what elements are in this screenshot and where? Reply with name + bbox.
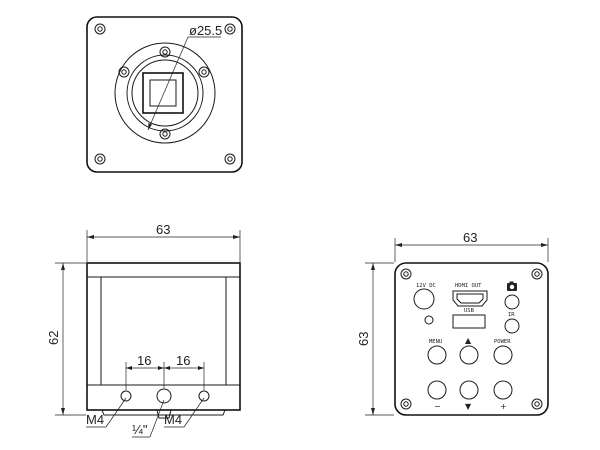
diameter-arrow [148,123,152,130]
menu-button [427,345,447,365]
menu-label: MENU [429,339,442,345]
rear-corner-screw-tr [531,268,543,280]
sensor-window-inner [149,79,177,107]
up-symbol: ▲ [465,336,472,345]
rear-corner-screw-bl [400,398,412,410]
rear-width-arrow-right [541,243,548,247]
usb-port [452,314,486,329]
status-led [424,315,434,325]
minus-button [427,380,447,400]
dc-jack [413,288,435,310]
side-width-label: 63 [156,222,170,237]
front-mount-screw-bottom [159,128,171,140]
ir-receiver [504,318,520,334]
spacing-right-label: 16 [176,353,190,368]
ir-label: IR [508,312,515,318]
diameter-label: ø25.5 [189,23,222,38]
diameter-leader-line [147,36,189,131]
thread-left-leader [105,397,127,428]
up-button [459,345,479,365]
thread-right-leader [183,397,205,428]
rear-panel-outline [394,262,549,416]
front-view: ø25.5 [86,16,243,173]
rear-width-label: 63 [463,230,477,245]
plus-symbol: + [500,402,507,411]
side-height-label: 62 [46,331,61,345]
thread-center-label: ¼" [132,422,148,437]
front-mount-ring-mid [126,54,204,132]
side-thread-hole-right [198,390,210,402]
front-mount-screw-top [159,46,171,58]
plus-button [493,380,513,400]
spacing-left-label: 16 [137,353,151,368]
power-in-label: 12V DC [416,283,436,289]
side-width-arrow-left [87,235,94,239]
sensor-window-outer [142,72,184,114]
hdmi-port [452,290,488,307]
side-thread-hole-left [120,390,132,402]
front-corner-screw-br [224,153,236,165]
side-view: 63 62 16 16 M4 ¼" M4 [46,222,241,438]
down-button [459,380,479,400]
thread-center-leader [149,399,165,438]
front-mount-screw-left [118,66,130,78]
side-width-arrow-right [233,235,240,239]
front-mount-ring-inner [131,59,199,127]
camera-icon [507,281,517,291]
down-symbol: ▼ [465,402,472,411]
side-body-outline [86,262,241,411]
side-height-arrow-bottom [61,408,65,415]
rear-height-label: 63 [356,332,371,346]
front-mount-ring-outer [114,42,216,144]
side-height-arrow-top [61,263,65,270]
front-mount-screw-right [198,66,210,78]
hdmi-label: HDMI OUT [455,283,482,289]
thread-left-label: M4 [86,412,104,427]
front-corner-screw-bl [94,153,106,165]
rear-corner-screw-tl [400,268,412,280]
rear-corner-screw-br [531,398,543,410]
minus-symbol: − [434,402,441,411]
thread-right-label: M4 [164,412,182,427]
capture-button [504,294,520,310]
side-bottom-boss [101,409,226,416]
usb-label: USB [464,308,475,314]
rear-view: 12V DC HDMI OUT USB IR MENU ▲ POWER − ▼ [356,230,549,416]
side-tripod-socket [156,409,172,419]
front-corner-screw-tl [94,23,106,35]
power-button [493,345,513,365]
front-corner-screw-tr [224,23,236,35]
hdmi-port-inner [456,293,484,304]
power-label: POWER [494,339,511,345]
rear-width-arrow-left [395,243,402,247]
front-plate-outline [86,16,243,173]
rear-height-arrow-top [371,263,375,270]
rear-height-arrow-bottom [371,408,375,415]
side-thread-hole-center [156,388,172,404]
